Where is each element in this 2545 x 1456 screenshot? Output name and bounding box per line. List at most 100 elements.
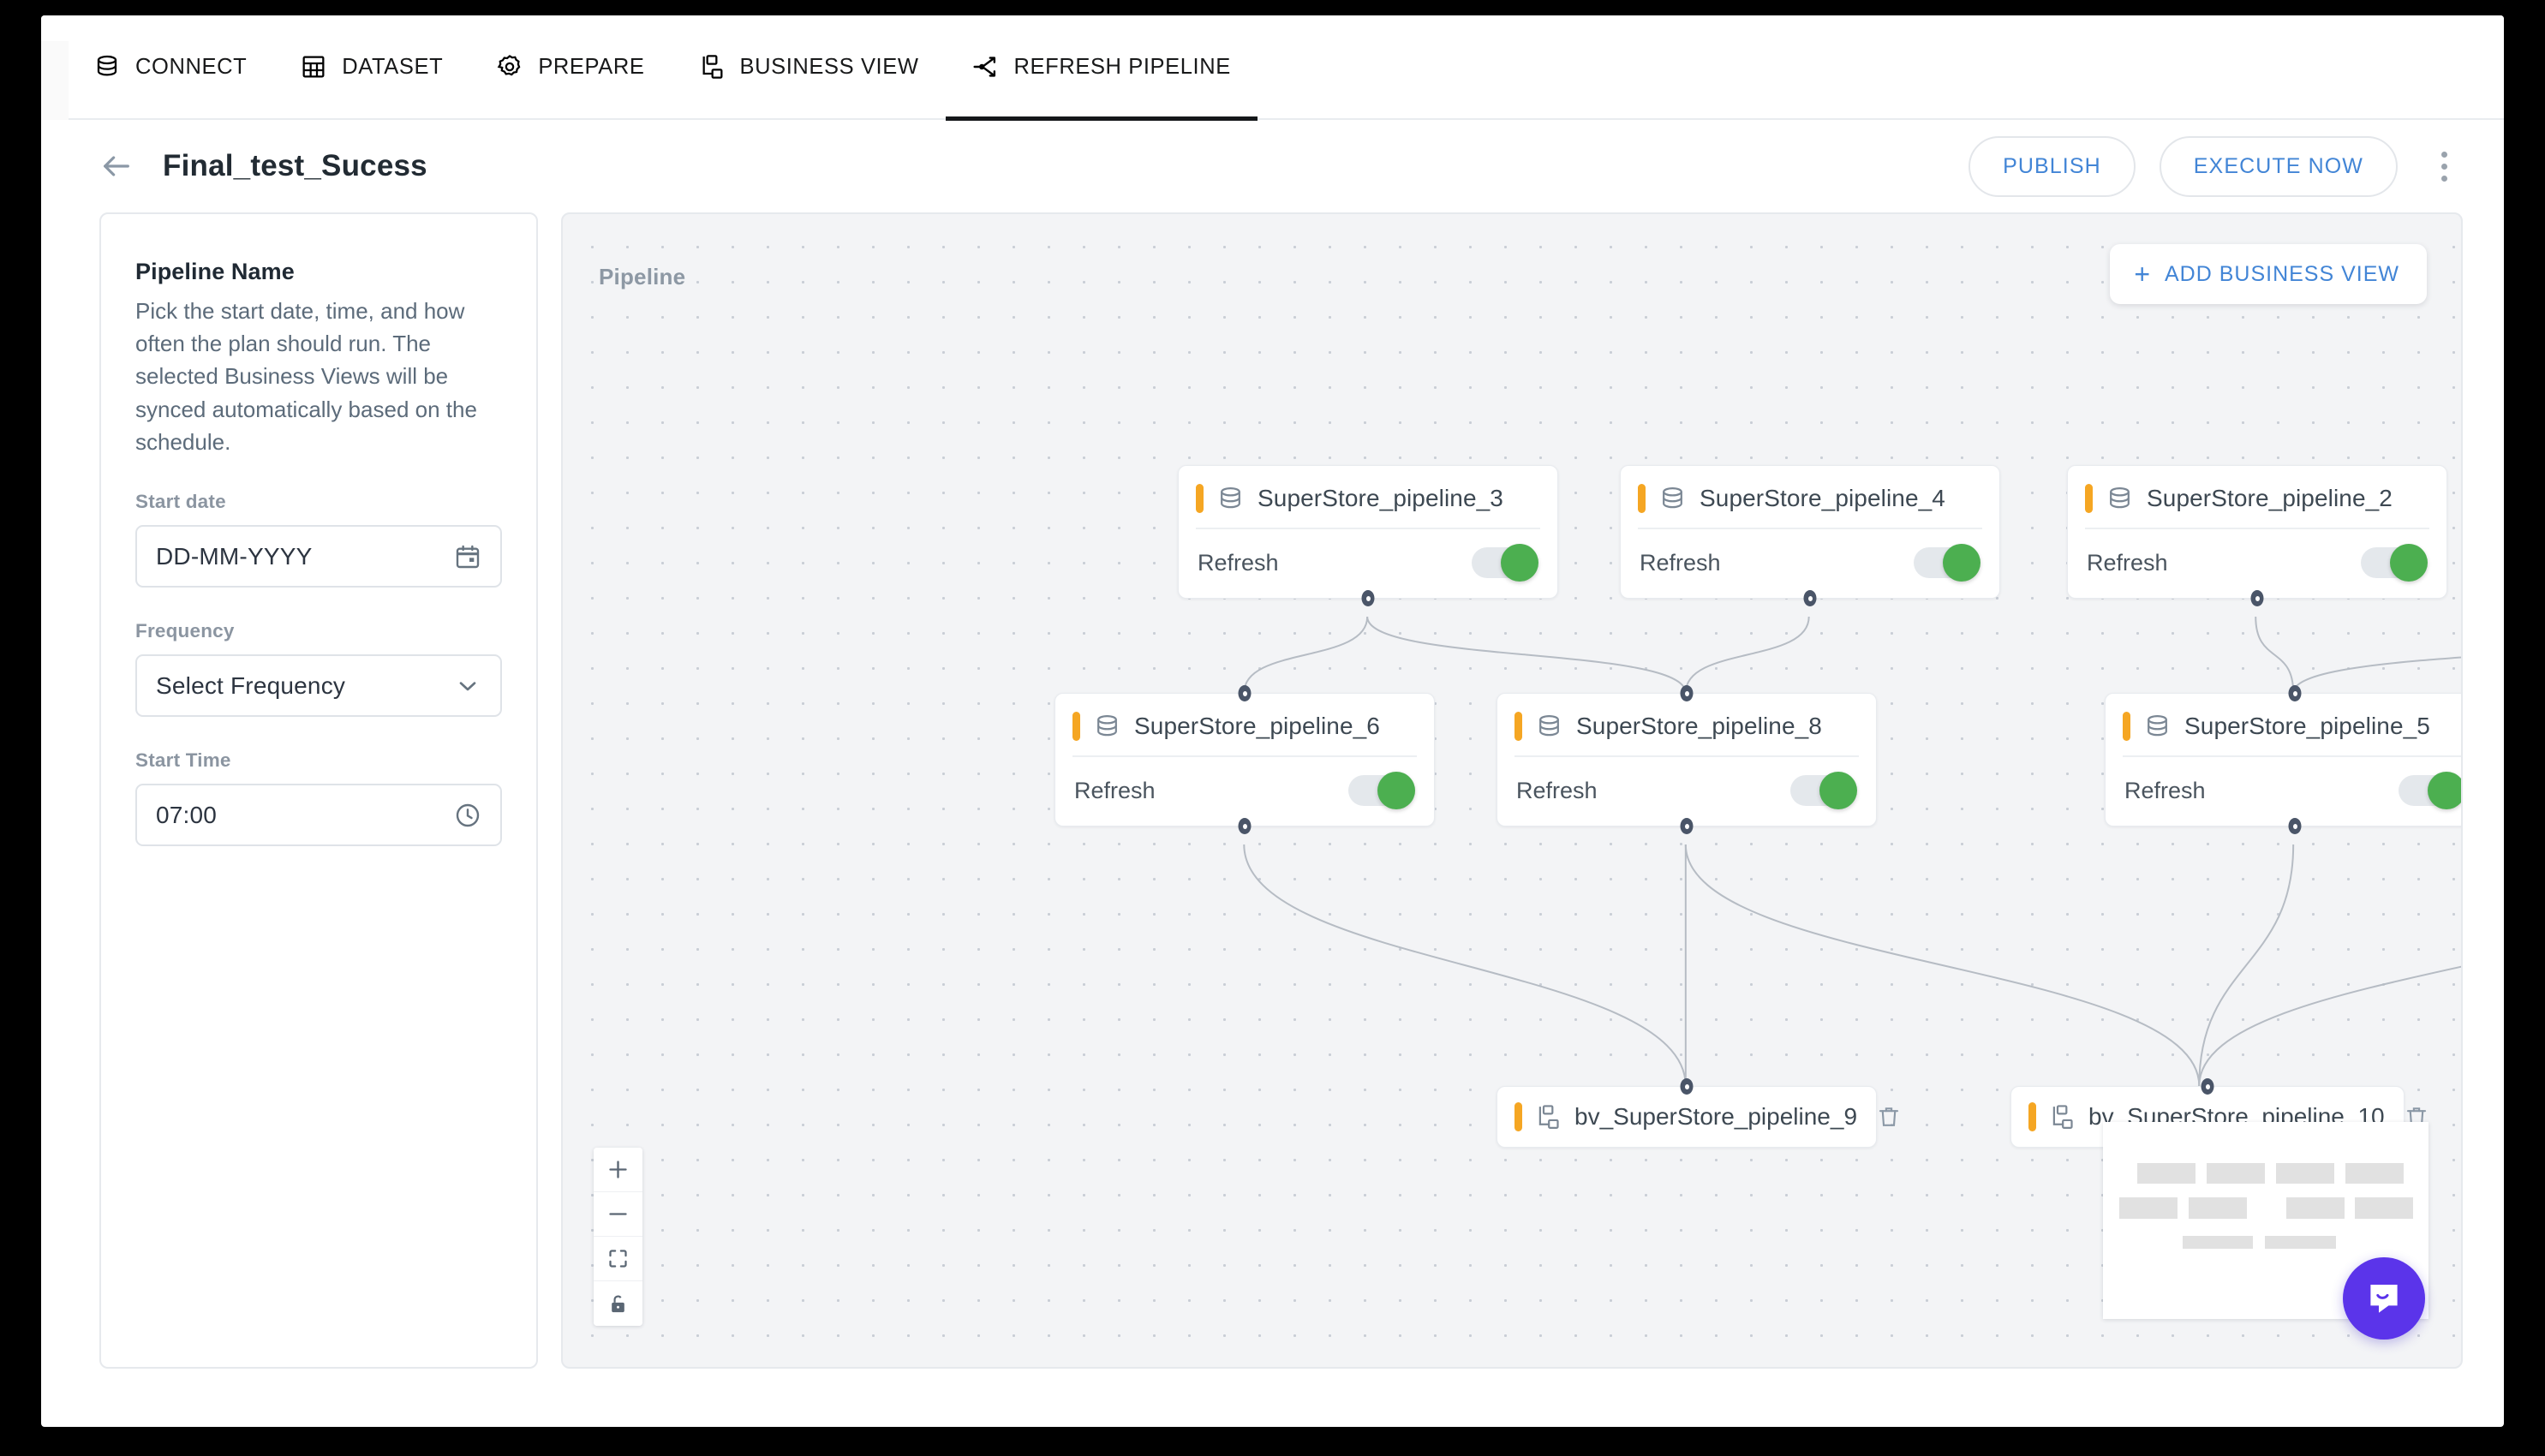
table-icon — [300, 53, 327, 81]
target-handle[interactable] — [1680, 1078, 1694, 1095]
tab-business-view[interactable]: BUSINESS VIEW — [672, 15, 946, 119]
panel-description: Pick the start date, time, and how often… — [135, 298, 477, 455]
pipeline-node[interactable]: SuperStore_pipeline_3 Refresh — [1178, 465, 1558, 606]
node-title: SuperStore_pipeline_8 — [1576, 713, 1822, 739]
start-date-value: DD-MM-YYYY — [156, 542, 313, 570]
arrow-left-icon[interactable] — [99, 149, 134, 183]
accent-bar — [1514, 712, 1522, 741]
source-handle[interactable] — [1238, 818, 1252, 834]
chat-support-button[interactable] — [2343, 1257, 2425, 1340]
database-icon — [1216, 485, 1245, 513]
node-header: SuperStore_pipeline_2 — [2068, 466, 2446, 528]
tab-refresh-pipeline[interactable]: REFRESH PIPELINE — [945, 15, 1258, 121]
node-footer: Refresh — [1179, 529, 1557, 598]
business-view-node[interactable]: bv_SuperStore_pipeline_9 — [1497, 1078, 1899, 1148]
calendar-icon[interactable] — [454, 543, 481, 570]
database-icon — [93, 53, 121, 81]
refresh-toggle[interactable] — [1790, 772, 1857, 809]
fit-view-button[interactable] — [594, 1237, 642, 1281]
toggle-knob — [2390, 544, 2428, 582]
minimap-node — [2189, 1197, 2247, 1219]
pipeline-node[interactable]: SuperStore_pipeline_5 Refresh — [2105, 685, 2461, 834]
refresh-toggle[interactable] — [2399, 772, 2461, 809]
accent-bar — [1638, 484, 1646, 513]
pipeline-fork-icon — [972, 53, 1000, 81]
refresh-toggle[interactable] — [1914, 544, 1980, 582]
chevron-down-icon[interactable] — [454, 672, 481, 700]
divider — [1638, 528, 1982, 529]
canvas-controls — [594, 1148, 642, 1326]
node-header: SuperStore_pipeline_6 — [1055, 694, 1434, 755]
accent-bar — [1514, 1102, 1522, 1131]
node-header: SuperStore_pipeline_3 — [1179, 466, 1557, 528]
source-handle[interactable] — [2288, 818, 2302, 834]
database-icon — [2143, 713, 2172, 741]
zoom-out-button[interactable] — [594, 1192, 642, 1237]
pipeline-node[interactable]: SuperStore_pipeline_4 Refresh — [1620, 465, 2000, 606]
target-handle[interactable] — [1238, 685, 1252, 701]
toggle-knob — [1377, 772, 1415, 809]
target-handle[interactable] — [2201, 1078, 2214, 1095]
node-footer: Refresh — [1621, 529, 1999, 598]
clock-icon[interactable] — [454, 802, 481, 829]
pipeline-node[interactable]: SuperStore_pipeline_6 Refresh — [1054, 685, 1435, 834]
source-handle[interactable] — [1680, 818, 1694, 834]
tab-label: PREPARE — [538, 54, 645, 79]
toggle-knob — [1501, 544, 1538, 582]
refresh-toggle[interactable] — [2361, 544, 2428, 582]
database-icon — [1658, 485, 1687, 513]
database-icon — [1535, 713, 1563, 741]
kebab-menu-icon[interactable] — [2425, 144, 2463, 188]
tab-connect[interactable]: CONNECT — [67, 15, 273, 119]
refresh-label: Refresh — [2124, 777, 2206, 803]
tab-prepare[interactable]: PREPARE — [469, 15, 671, 119]
pipeline-node[interactable]: SuperStore_pipeline_2 Refresh — [2067, 465, 2447, 606]
refresh-label: Refresh — [1198, 549, 1279, 576]
node-footer: Refresh — [2068, 529, 2446, 598]
source-handle[interactable] — [2250, 590, 2264, 606]
pipeline-canvas[interactable]: Pipeline + ADD BUSINESS VIEW — [561, 212, 2463, 1369]
accent-bar — [1072, 712, 1080, 741]
node-title: bv_SuperStore_pipeline_9 — [1574, 1103, 1858, 1130]
app-window: CONNECT DATASET PREPARE — [41, 15, 2504, 1427]
tabbar-left-stub — [41, 41, 69, 120]
divider — [1514, 755, 1859, 757]
node-header: SuperStore_pipeline_5 — [2106, 694, 2461, 755]
tab-dataset[interactable]: DATASET — [273, 15, 469, 119]
field-frequency: Frequency Select Frequency — [135, 620, 502, 718]
page-body: Pipeline Name Pick the start date, time,… — [41, 212, 2504, 1386]
zoom-in-button[interactable] — [594, 1148, 642, 1192]
start-time-input[interactable]: 07:00 — [135, 784, 502, 847]
execute-now-button[interactable]: EXECUTE NOW — [2159, 135, 2398, 197]
toggle-knob — [2428, 772, 2461, 809]
node-header: SuperStore_pipeline_4 — [1621, 466, 1999, 528]
toggle-knob — [1943, 544, 1980, 582]
publish-button[interactable]: PUBLISH — [1968, 135, 2136, 197]
field-label: Frequency — [135, 620, 235, 642]
target-handle[interactable] — [2288, 685, 2302, 701]
start-time-value: 07:00 — [156, 801, 218, 828]
node-title: SuperStore_pipeline_6 — [1134, 713, 1380, 739]
field-start-time: Start Time 07:00 — [135, 749, 502, 847]
field-label: Start date — [135, 491, 226, 513]
node-footer: Refresh — [1497, 757, 1876, 826]
pipeline-node[interactable]: SuperStore_pipeline_8 Refresh — [1497, 685, 1877, 834]
accent-bar — [2123, 712, 2130, 741]
page-title: Final_test_Sucess — [163, 149, 427, 182]
minimap-node — [2119, 1197, 2178, 1219]
refresh-toggle[interactable] — [1348, 772, 1415, 809]
source-handle[interactable] — [1803, 590, 1817, 606]
minimap-node — [2286, 1197, 2345, 1219]
refresh-toggle[interactable] — [1472, 544, 1538, 582]
source-handle[interactable] — [1361, 590, 1375, 606]
tab-label: REFRESH PIPELINE — [1013, 54, 1231, 79]
page-header: Final_test_Sucess PUBLISH EXECUTE NOW — [41, 120, 2504, 212]
toggle-interactivity-button[interactable] — [594, 1281, 642, 1326]
trash-icon[interactable] — [1876, 1103, 1902, 1131]
start-date-input[interactable]: DD-MM-YYYY — [135, 525, 502, 588]
add-business-view-button[interactable]: + ADD BUSINESS VIEW — [2110, 244, 2427, 304]
target-handle[interactable] — [1680, 685, 1694, 701]
tab-label: BUSINESS VIEW — [739, 54, 919, 79]
divider — [2085, 528, 2429, 529]
frequency-select[interactable]: Select Frequency — [135, 654, 502, 718]
